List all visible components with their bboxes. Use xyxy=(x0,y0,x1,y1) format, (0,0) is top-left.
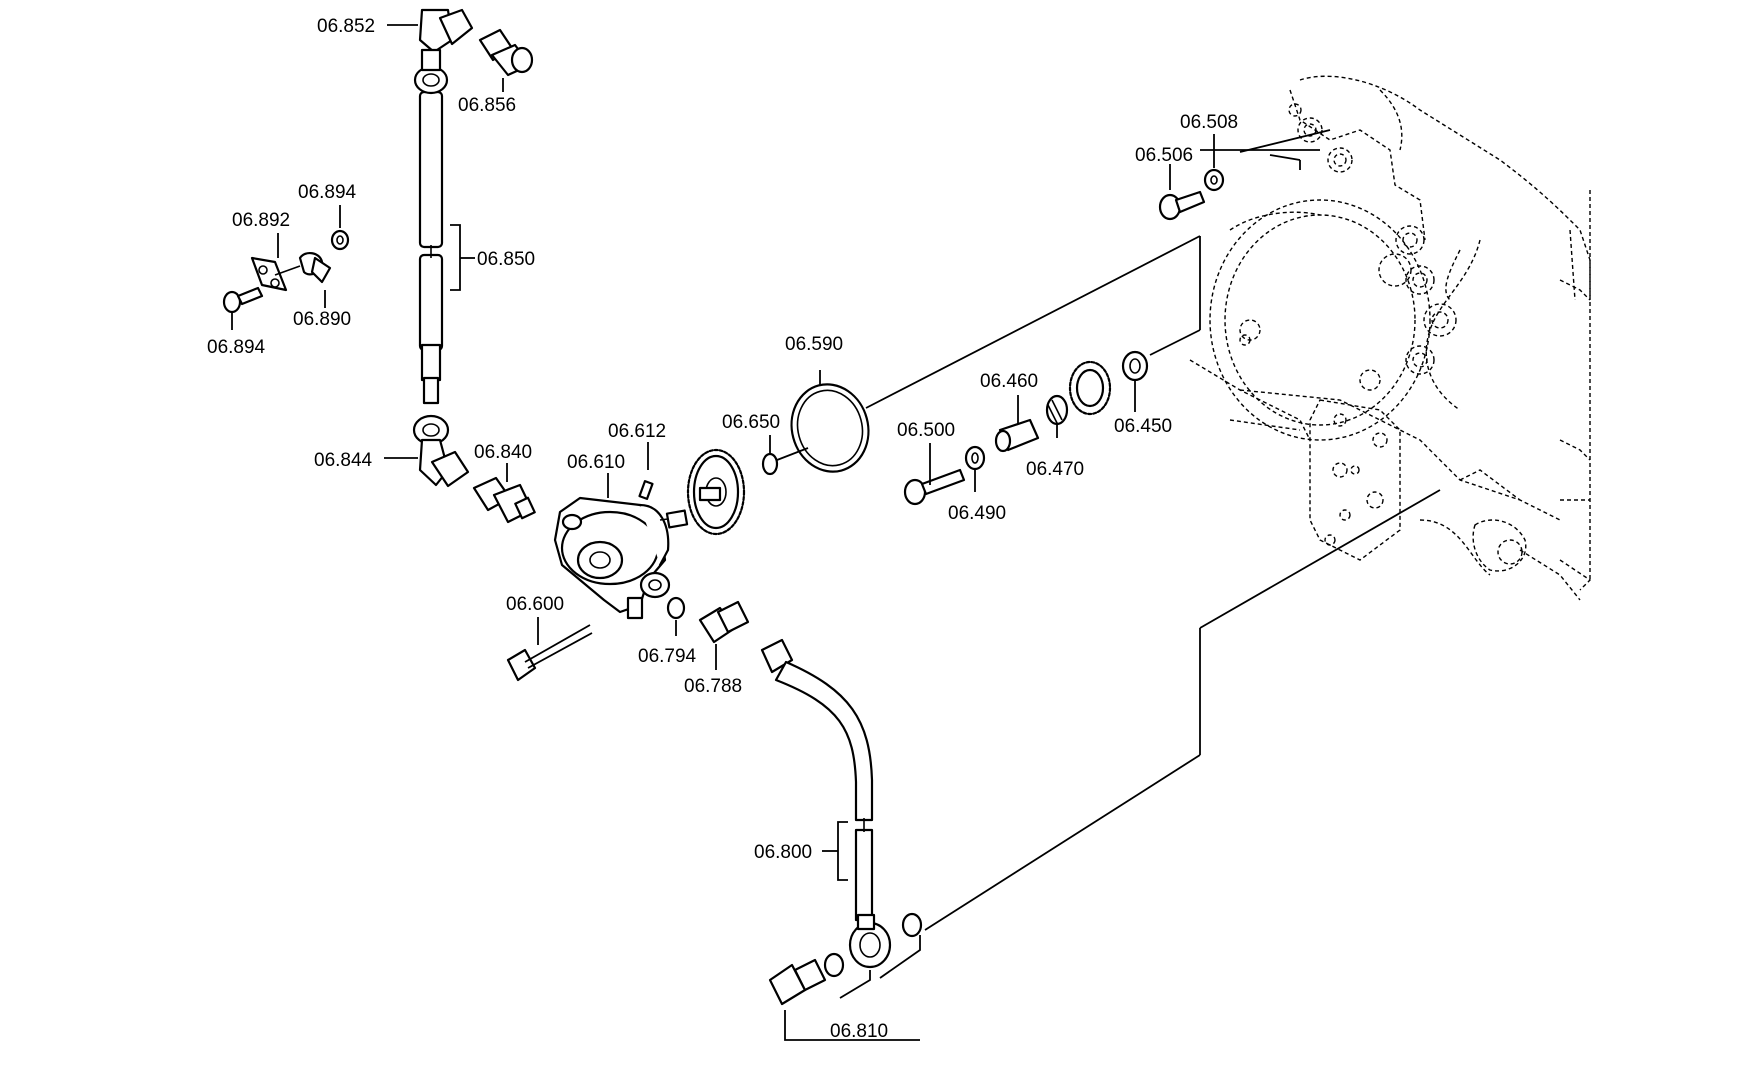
label-06894-top: 06.894 xyxy=(298,182,357,203)
label-06460: 06.460 xyxy=(980,371,1038,392)
washer-06490 xyxy=(964,445,986,471)
washer-06450 xyxy=(1121,350,1149,382)
snap-ring-06650 xyxy=(761,452,779,476)
connector-06840 xyxy=(472,476,536,524)
label-06840: 06.840 xyxy=(474,442,532,463)
label-06852: 06.852 xyxy=(317,16,375,37)
label-06610: 06.610 xyxy=(567,452,625,473)
pin-06460 xyxy=(994,418,1040,453)
elbow-fitting-06852 xyxy=(413,8,474,95)
label-06500: 06.500 xyxy=(897,420,955,441)
label-06810: 06.810 xyxy=(830,1021,888,1042)
label-06856: 06.856 xyxy=(458,95,516,116)
label-06892: 06.892 xyxy=(232,210,290,231)
washer-06794 xyxy=(666,596,686,620)
label-06650: 06.650 xyxy=(722,412,780,433)
bolt-06500 xyxy=(903,468,966,506)
engine-housing-outline xyxy=(1189,75,1592,601)
part-labels: 06.852 06.856 06.894 06.892 06.850 06.89… xyxy=(207,16,1238,1042)
o-ring-06590 xyxy=(790,383,870,473)
label-06800: 06.800 xyxy=(754,842,812,863)
drive-gear xyxy=(686,448,746,536)
label-06600: 06.600 xyxy=(506,594,564,615)
label-06490: 06.490 xyxy=(948,503,1006,524)
pipe-06800 xyxy=(760,638,892,969)
washer-06508 xyxy=(1203,168,1225,192)
label-06470: 06.470 xyxy=(1026,459,1084,480)
hose-06850 xyxy=(418,90,444,405)
screw-06506 xyxy=(1158,190,1206,221)
label-06890: 06.890 xyxy=(293,309,351,330)
label-06788: 06.788 xyxy=(684,676,742,697)
assembly-center-lines xyxy=(776,129,1441,931)
oil-pump-body-06610 xyxy=(553,496,689,620)
leader-lines xyxy=(231,24,1215,1041)
elbow-fitting-06844 xyxy=(412,414,470,488)
label-06450: 06.450 xyxy=(1114,416,1172,437)
label-06506: 06.506 xyxy=(1135,145,1193,166)
banjo-bolt-06810 xyxy=(768,912,923,1006)
label-06794: 06.794 xyxy=(638,646,697,667)
key-06612 xyxy=(638,480,654,500)
label-06850: 06.850 xyxy=(477,249,535,270)
label-06844: 06.844 xyxy=(314,450,373,471)
label-06508: 06.508 xyxy=(1180,112,1238,133)
idler-gear xyxy=(1068,360,1112,416)
needle-bearing-06470 xyxy=(1045,394,1069,426)
label-06612: 06.612 xyxy=(608,421,666,442)
connector-06788 xyxy=(698,600,750,644)
bracket-assembly-06892 xyxy=(222,229,350,314)
label-06590: 06.590 xyxy=(785,334,843,355)
label-06894-bottom: 06.894 xyxy=(207,337,266,358)
connector-06856 xyxy=(478,28,534,77)
bolt-06600 xyxy=(506,624,593,682)
